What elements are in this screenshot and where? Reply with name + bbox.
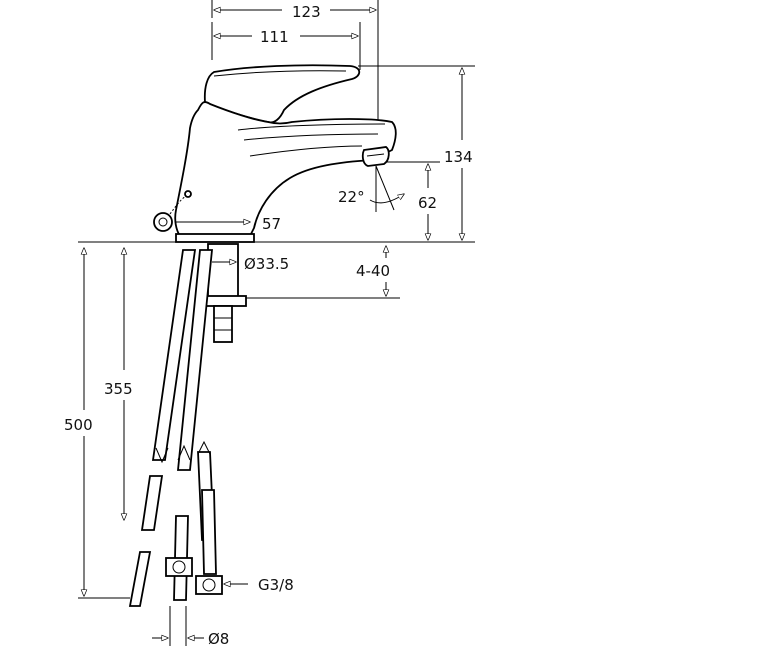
hose-length-long-label: 500 <box>64 416 93 434</box>
dimension-width-spout: 111 <box>211 22 361 70</box>
hose-length-short-label: 355 <box>104 380 133 398</box>
height-spout-label: 62 <box>418 194 437 212</box>
width-spout-label: 111 <box>260 28 289 46</box>
dimension-diameter-base: Ø33.5 <box>212 255 289 273</box>
faucet-body <box>153 64 397 343</box>
dimension-offset: 57 <box>176 215 281 233</box>
dimension-height-spout: 62 <box>386 161 440 240</box>
dimension-angle: 22° <box>338 165 404 212</box>
hose-diameter-label: Ø8 <box>208 630 229 648</box>
dimension-height-total: 134 <box>358 65 475 240</box>
angle-label: 22° <box>338 188 365 206</box>
connection-thread-label: G3/8 <box>258 576 294 594</box>
dimension-width-overall: 123 <box>211 0 379 120</box>
diameter-base-label: Ø33.5 <box>244 255 289 273</box>
offset-label: 57 <box>262 215 281 233</box>
counter-thickness-label: 4-40 <box>356 262 390 280</box>
dimension-connection-thread: G3/8 <box>224 576 294 594</box>
dimension-counter-thickness: 4-40 <box>246 246 400 299</box>
height-total-label: 134 <box>444 148 473 166</box>
supply-hoses <box>128 249 223 607</box>
dimension-hose-length-long: 500 <box>64 248 130 599</box>
width-overall-label: 123 <box>292 3 321 21</box>
dimension-hose-diameter: Ø8 <box>152 606 229 648</box>
dimension-hose-length-short: 355 <box>104 248 133 520</box>
